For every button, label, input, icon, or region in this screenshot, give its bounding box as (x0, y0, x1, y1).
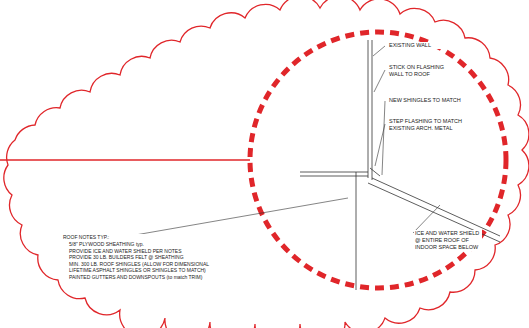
callout-label: STEP FLASHING TO MATCH EXISTING ARCH. ME… (388, 118, 470, 132)
roof-note: PAINTED GUTTERS AND DOWNSPOUTS (to match… (68, 274, 229, 280)
callout-label: NEW SHINGLES TO MATCH (388, 97, 480, 104)
callout-label: EXISTING WALL (388, 42, 480, 49)
roof-note: PROVIDE ICE AND WATER SHIELD PER NOTES (68, 248, 229, 254)
detail-circle (250, 32, 506, 288)
roof-note: 5/8" PLYWOOD SHEATHING typ. (68, 241, 229, 247)
roof-note: ROOF NOTES TYP.: (62, 234, 229, 240)
roof-note: PROVIDE 30 LB. BUILDERS FELT @ SHEATHING (68, 254, 229, 260)
section-line (0, 159, 250, 161)
revision-cloud (4, 0, 529, 328)
callout-label: STICK ON FLASHING WALL TO ROOF (388, 64, 452, 78)
roof-note: MIN. 300 LB. ROOF SHINGLES (ALLOW FOR DI… (68, 261, 229, 274)
callout-label: ICE AND WATER SHIELD @ ENTIRE ROOF OF IN… (414, 230, 482, 251)
wall-roof-section (300, 40, 500, 290)
